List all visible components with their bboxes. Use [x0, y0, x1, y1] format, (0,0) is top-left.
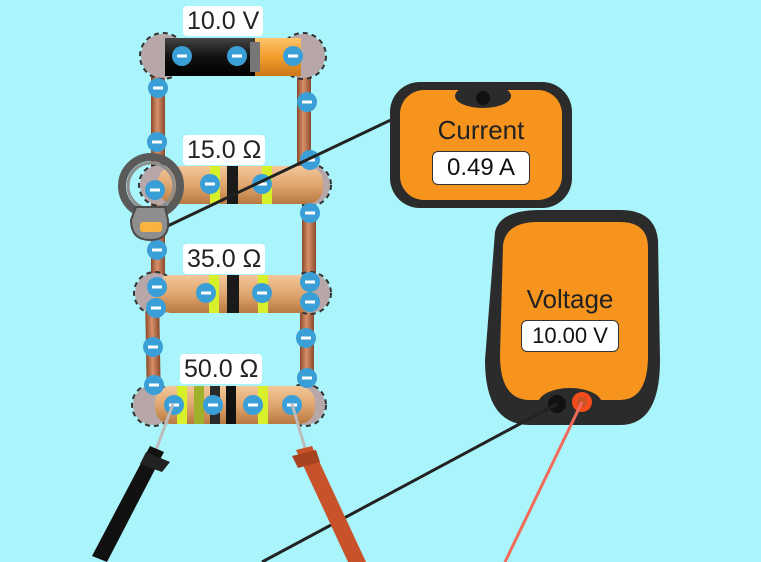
electron-minus-sign	[208, 403, 218, 407]
electron-minus-sign	[205, 182, 215, 186]
electron-minus-sign	[149, 383, 159, 387]
battery-voltage-label: 10.0 V	[183, 6, 264, 36]
ammeter-readout: 0.49 A	[432, 151, 530, 185]
voltmeter-title: Voltage	[526, 284, 614, 314]
electron-minus-sign	[302, 100, 312, 104]
resistor-35-label: 35.0 Ω	[183, 244, 266, 274]
electron-minus-sign	[150, 188, 160, 192]
electron-minus-sign	[177, 54, 187, 58]
electron-minus-sign	[305, 280, 315, 284]
electron-minus-sign	[148, 345, 158, 349]
red-probe[interactable]	[290, 403, 366, 562]
electron-minus-sign	[152, 140, 162, 144]
ammeter-title: Current	[437, 115, 525, 145]
voltmeter-red-lead	[503, 401, 584, 562]
electron-minus-sign	[248, 403, 258, 407]
electron-minus-sign	[153, 86, 163, 90]
electron-minus-sign	[152, 248, 162, 252]
electrons	[143, 46, 320, 415]
electron-minus-sign	[257, 291, 267, 295]
voltmeter-readout: 10.00 V	[521, 320, 619, 352]
voltmeter-black-lead	[261, 402, 558, 562]
voltmeter[interactable]	[485, 210, 660, 425]
ammeter-sensor[interactable]	[118, 153, 184, 242]
wires[interactable]	[145, 58, 316, 405]
electron-minus-sign	[305, 300, 315, 304]
black-probe[interactable]	[92, 403, 175, 562]
resistor-15-label: 15.0 Ω	[183, 135, 266, 165]
electron-minus-sign	[257, 182, 267, 186]
electron-minus-sign	[288, 54, 298, 58]
resistor-35[interactable]	[155, 275, 315, 313]
electron-minus-sign	[305, 211, 315, 215]
electron-minus-sign	[232, 54, 242, 58]
electron-minus-sign	[151, 306, 161, 310]
electron-minus-sign	[301, 336, 311, 340]
electron-minus-sign	[302, 376, 312, 380]
ammeter-jack[interactable]	[476, 91, 490, 105]
resistor-50-label: 50.0 Ω	[180, 354, 263, 384]
electron-minus-sign	[152, 285, 162, 289]
electron-minus-sign	[201, 291, 211, 295]
